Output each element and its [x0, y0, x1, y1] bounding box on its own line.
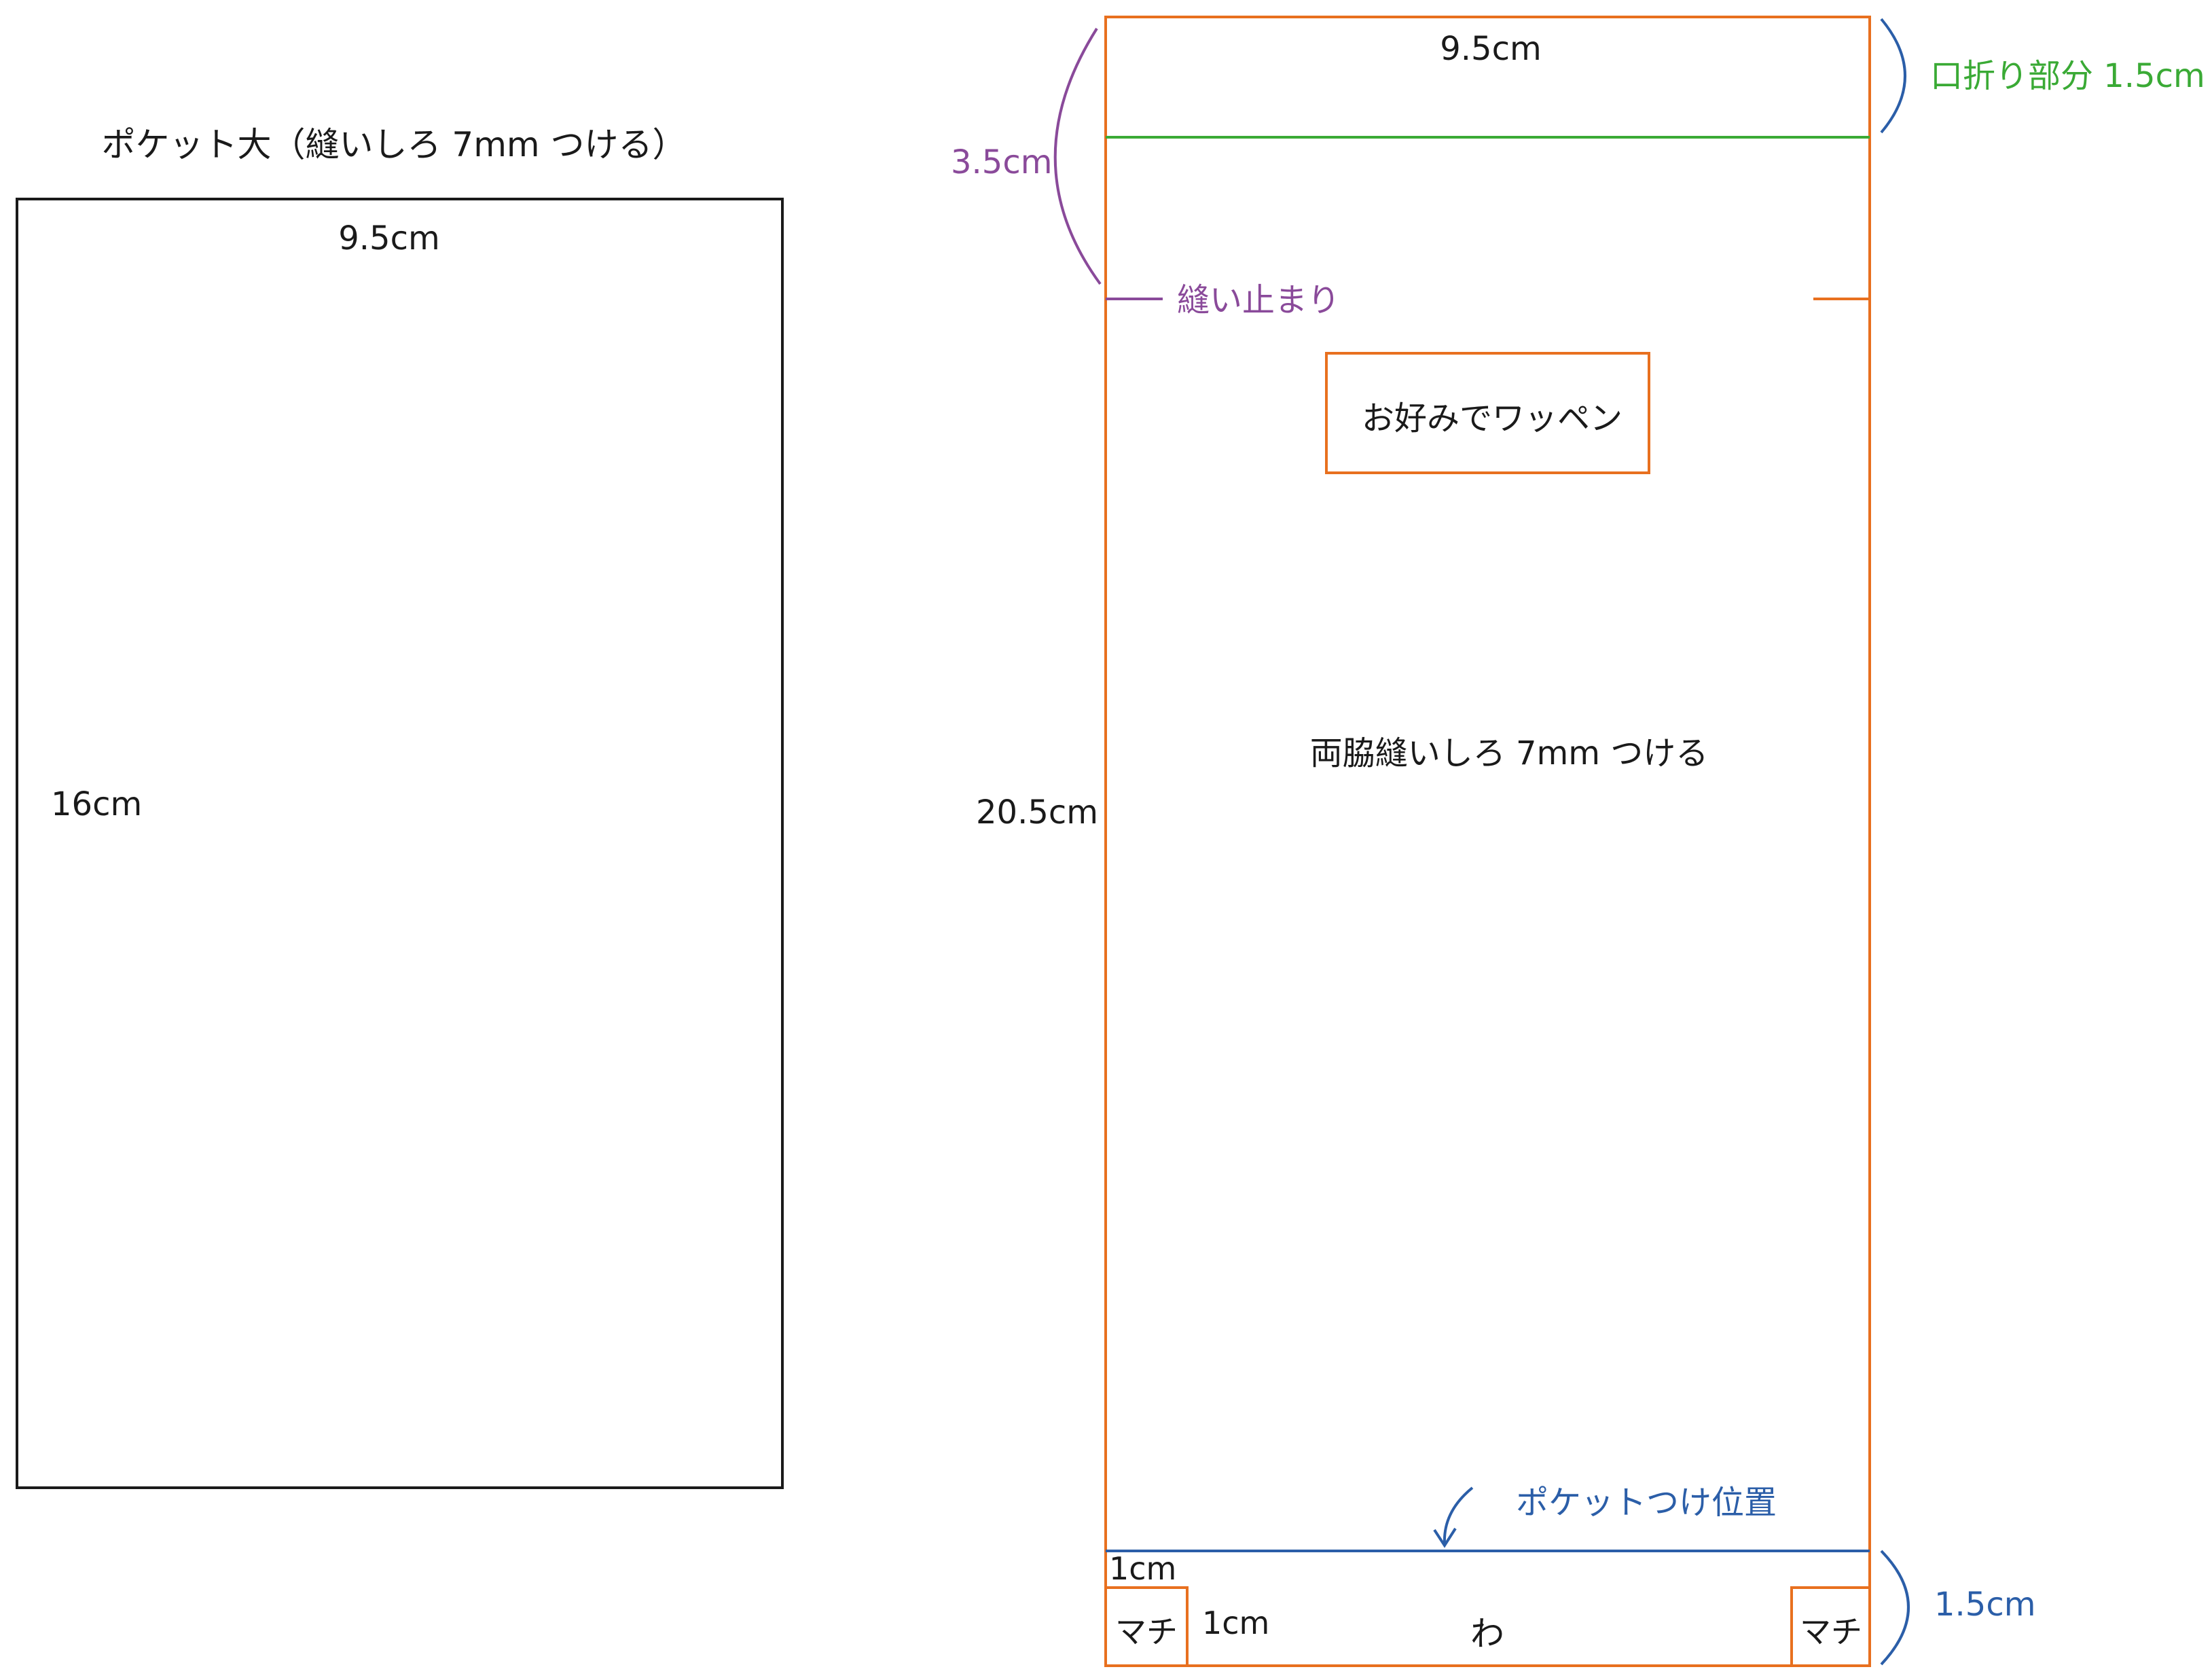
fold-label: 口折り部分 1.5cm: [1930, 57, 2205, 95]
seam-label: 両脇縫いしろ 7mm つける: [1310, 734, 1709, 772]
pocket-title: ポケット大（縫いしろ 7mm つける）: [101, 125, 686, 164]
bottom-height-label: 1.5cm: [1934, 1586, 2035, 1624]
pocket-height-label: 16cm: [51, 785, 142, 823]
top-height-label: 3.5cm: [951, 143, 1052, 181]
pocket-width-label: 9.5cm: [338, 219, 439, 257]
gusset-left-label: マチ: [1115, 1613, 1178, 1650]
pocket-piece: ポケット大（縫いしろ 7mm つける） 9.5cm 16cm: [16, 125, 784, 1489]
pocket-position-label: ポケットつけ位置: [1516, 1484, 1777, 1522]
patch-box: [1325, 352, 1650, 474]
curved-arrow-icon: [1433, 1486, 1474, 1548]
fold-bracket: [1880, 18, 1906, 134]
pocket-outline: [16, 198, 784, 1489]
stop-label: 縫い止まり: [1177, 281, 1340, 319]
gusset-right-box: [1790, 1586, 1871, 1667]
patch-label: お好みでワッペン: [1362, 399, 1622, 437]
gusset-right-label: マチ: [1800, 1613, 1862, 1650]
gusset-width-label: 1cm: [1202, 1605, 1269, 1641]
main-outline: [1104, 16, 1871, 1667]
main-height-label: 20.5cm: [976, 793, 1098, 832]
gusset-height-label: 1cm: [1109, 1550, 1176, 1587]
fold-bottom-label: わ: [1470, 1614, 1504, 1654]
main-piece: 9.5cm 口折り部分 1.5cm 3.5cm 縫い止まり お好みでワッペン 両…: [951, 16, 2205, 1667]
main-width-label: 9.5cm: [1440, 30, 1541, 68]
top-height-bracket: [1053, 27, 1102, 285]
gusset-left-box: [1104, 1586, 1189, 1667]
bottom-bracket: [1880, 1550, 1910, 1666]
